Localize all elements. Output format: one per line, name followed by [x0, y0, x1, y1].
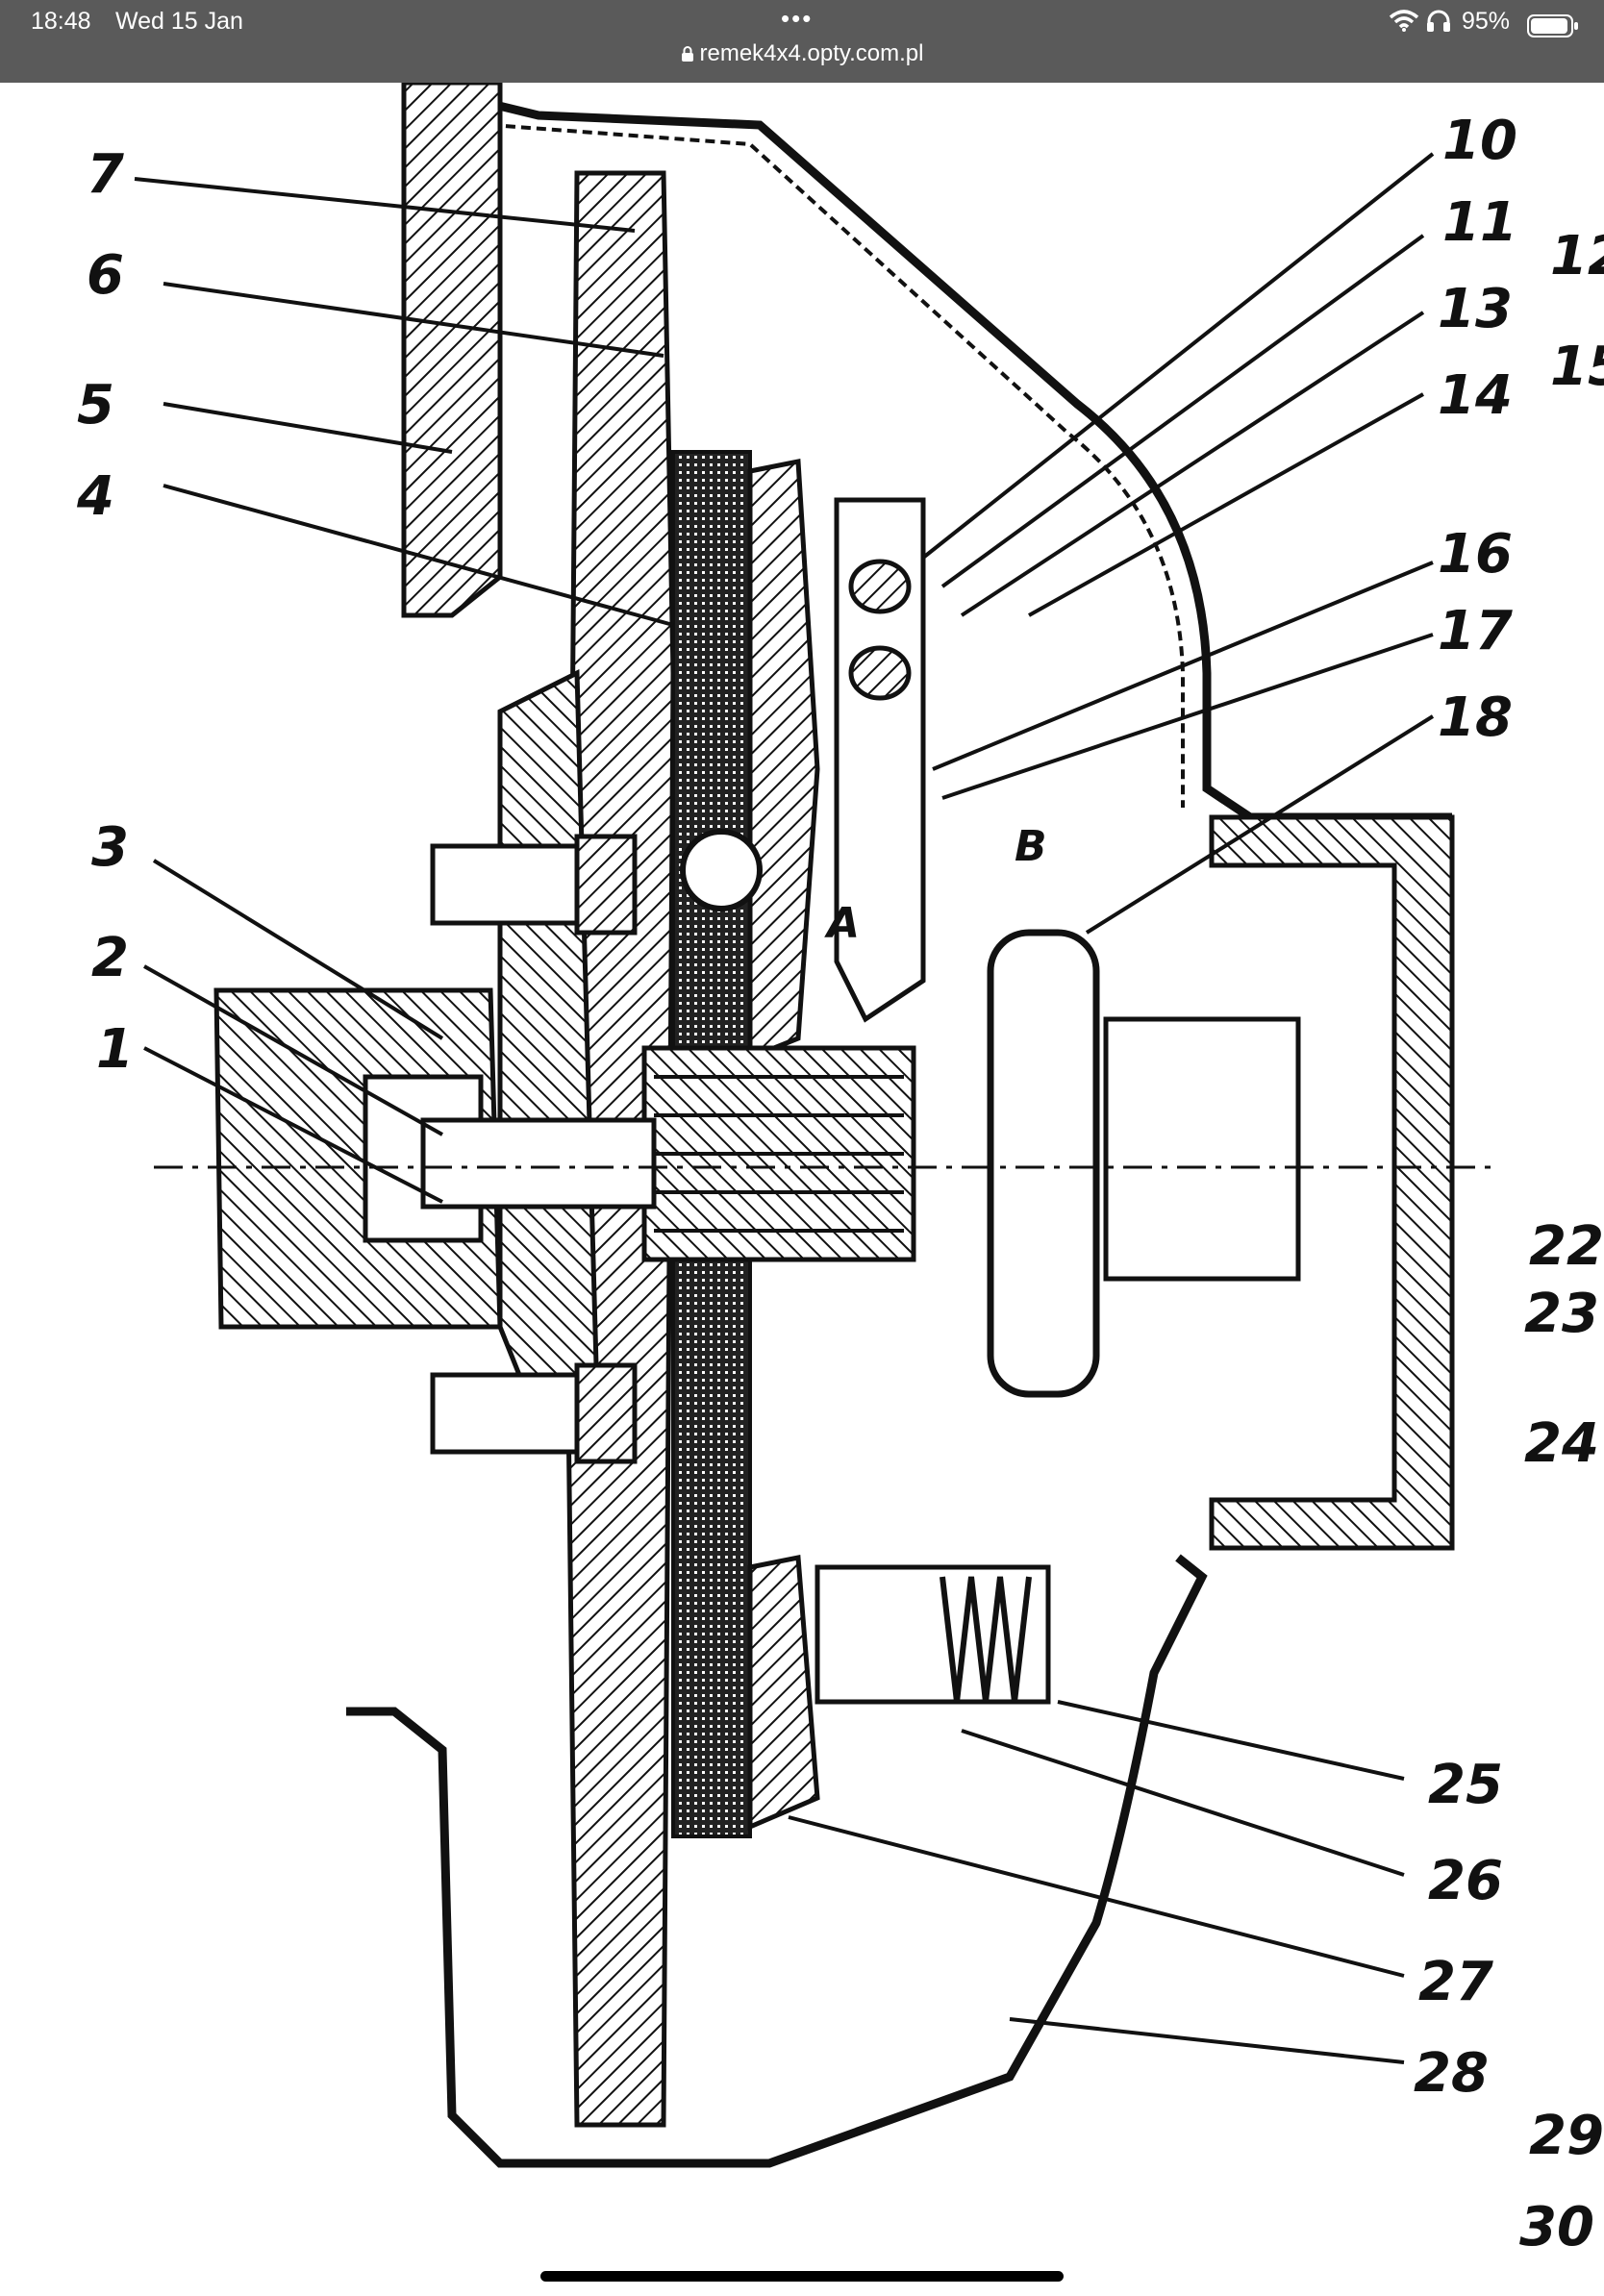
lever-roller	[680, 829, 763, 911]
label-17: 17	[1438, 600, 1513, 662]
pressure-plate	[747, 458, 820, 1061]
bolts	[430, 834, 638, 1464]
flywheel-hub	[497, 669, 599, 1428]
label-14: 14	[1438, 364, 1513, 427]
pressure-spring	[940, 1576, 1032, 1703]
lever-pin-upper	[848, 559, 912, 614]
label-A: A	[824, 899, 860, 948]
label-6: 6	[87, 244, 124, 307]
status-time: 18:48	[31, 8, 91, 35]
bearing-carrier	[1103, 1016, 1301, 1282]
headphones-icon	[1427, 10, 1450, 32]
flywheel-left	[401, 83, 503, 618]
spline-lines	[654, 1075, 904, 1233]
label-15: 15	[1550, 336, 1604, 398]
battery-percent: 95%	[1462, 8, 1511, 35]
label-10: 10	[1442, 110, 1517, 172]
label-23: 23	[1524, 1283, 1599, 1345]
label-26: 26	[1428, 1850, 1503, 1912]
label-4: 4	[76, 465, 114, 528]
label-1: 1	[96, 1018, 134, 1081]
label-2: 2	[91, 927, 129, 989]
label-16: 16	[1438, 523, 1513, 586]
wifi-icon	[1389, 10, 1419, 32]
battery-icon	[1527, 14, 1578, 37]
label-30: 30	[1519, 2196, 1594, 2259]
status-date: Wed 15 Jan	[115, 8, 243, 35]
leader-lines	[134, 152, 1435, 2064]
label-7: 7	[87, 143, 124, 206]
housing-outline	[346, 83, 1452, 2168]
browser-menu-dots[interactable]: •••	[781, 4, 814, 33]
label-13: 13	[1438, 278, 1513, 340]
home-indicator[interactable]	[540, 2271, 1064, 2282]
label-12: 12	[1550, 225, 1604, 287]
lock-icon	[681, 46, 693, 62]
label-18: 18	[1438, 686, 1513, 749]
url-text: remek4x4.opty.com.pl	[699, 40, 924, 66]
clutch-drawing: 7 6 5 4 3 2 1 10 11 13 14 16 17 18 12 15…	[76, 83, 1604, 2259]
address-bar[interactable]: remek4x4.opty.com.pl	[0, 40, 1604, 67]
label-27: 27	[1418, 1951, 1493, 2013]
lever-pin-lower	[848, 645, 912, 701]
pressure-plate-lower	[747, 1554, 820, 1831]
label-22: 22	[1529, 1215, 1604, 1278]
label-29: 29	[1529, 2105, 1604, 2167]
label-25: 25	[1428, 1754, 1503, 1816]
fork-housing	[1209, 814, 1455, 1551]
housing-inner-line	[489, 123, 1185, 808]
label-11: 11	[1442, 191, 1517, 254]
part-labels: 7 6 5 4 3 2 1 10 11 13 14 16 17 18 12 15…	[76, 110, 1604, 2259]
label-28: 28	[1414, 2042, 1489, 2105]
label-5: 5	[77, 374, 114, 437]
release-bearing	[987, 929, 1100, 1398]
label-B: B	[1015, 822, 1047, 871]
label-3: 3	[91, 816, 129, 879]
input-shaft	[420, 1117, 657, 1210]
label-24: 24	[1524, 1412, 1599, 1475]
status-bar: 18:48 Wed 15 Jan ••• remek4x4.opty.com.p…	[0, 0, 1604, 83]
release-lever	[834, 497, 926, 1023]
